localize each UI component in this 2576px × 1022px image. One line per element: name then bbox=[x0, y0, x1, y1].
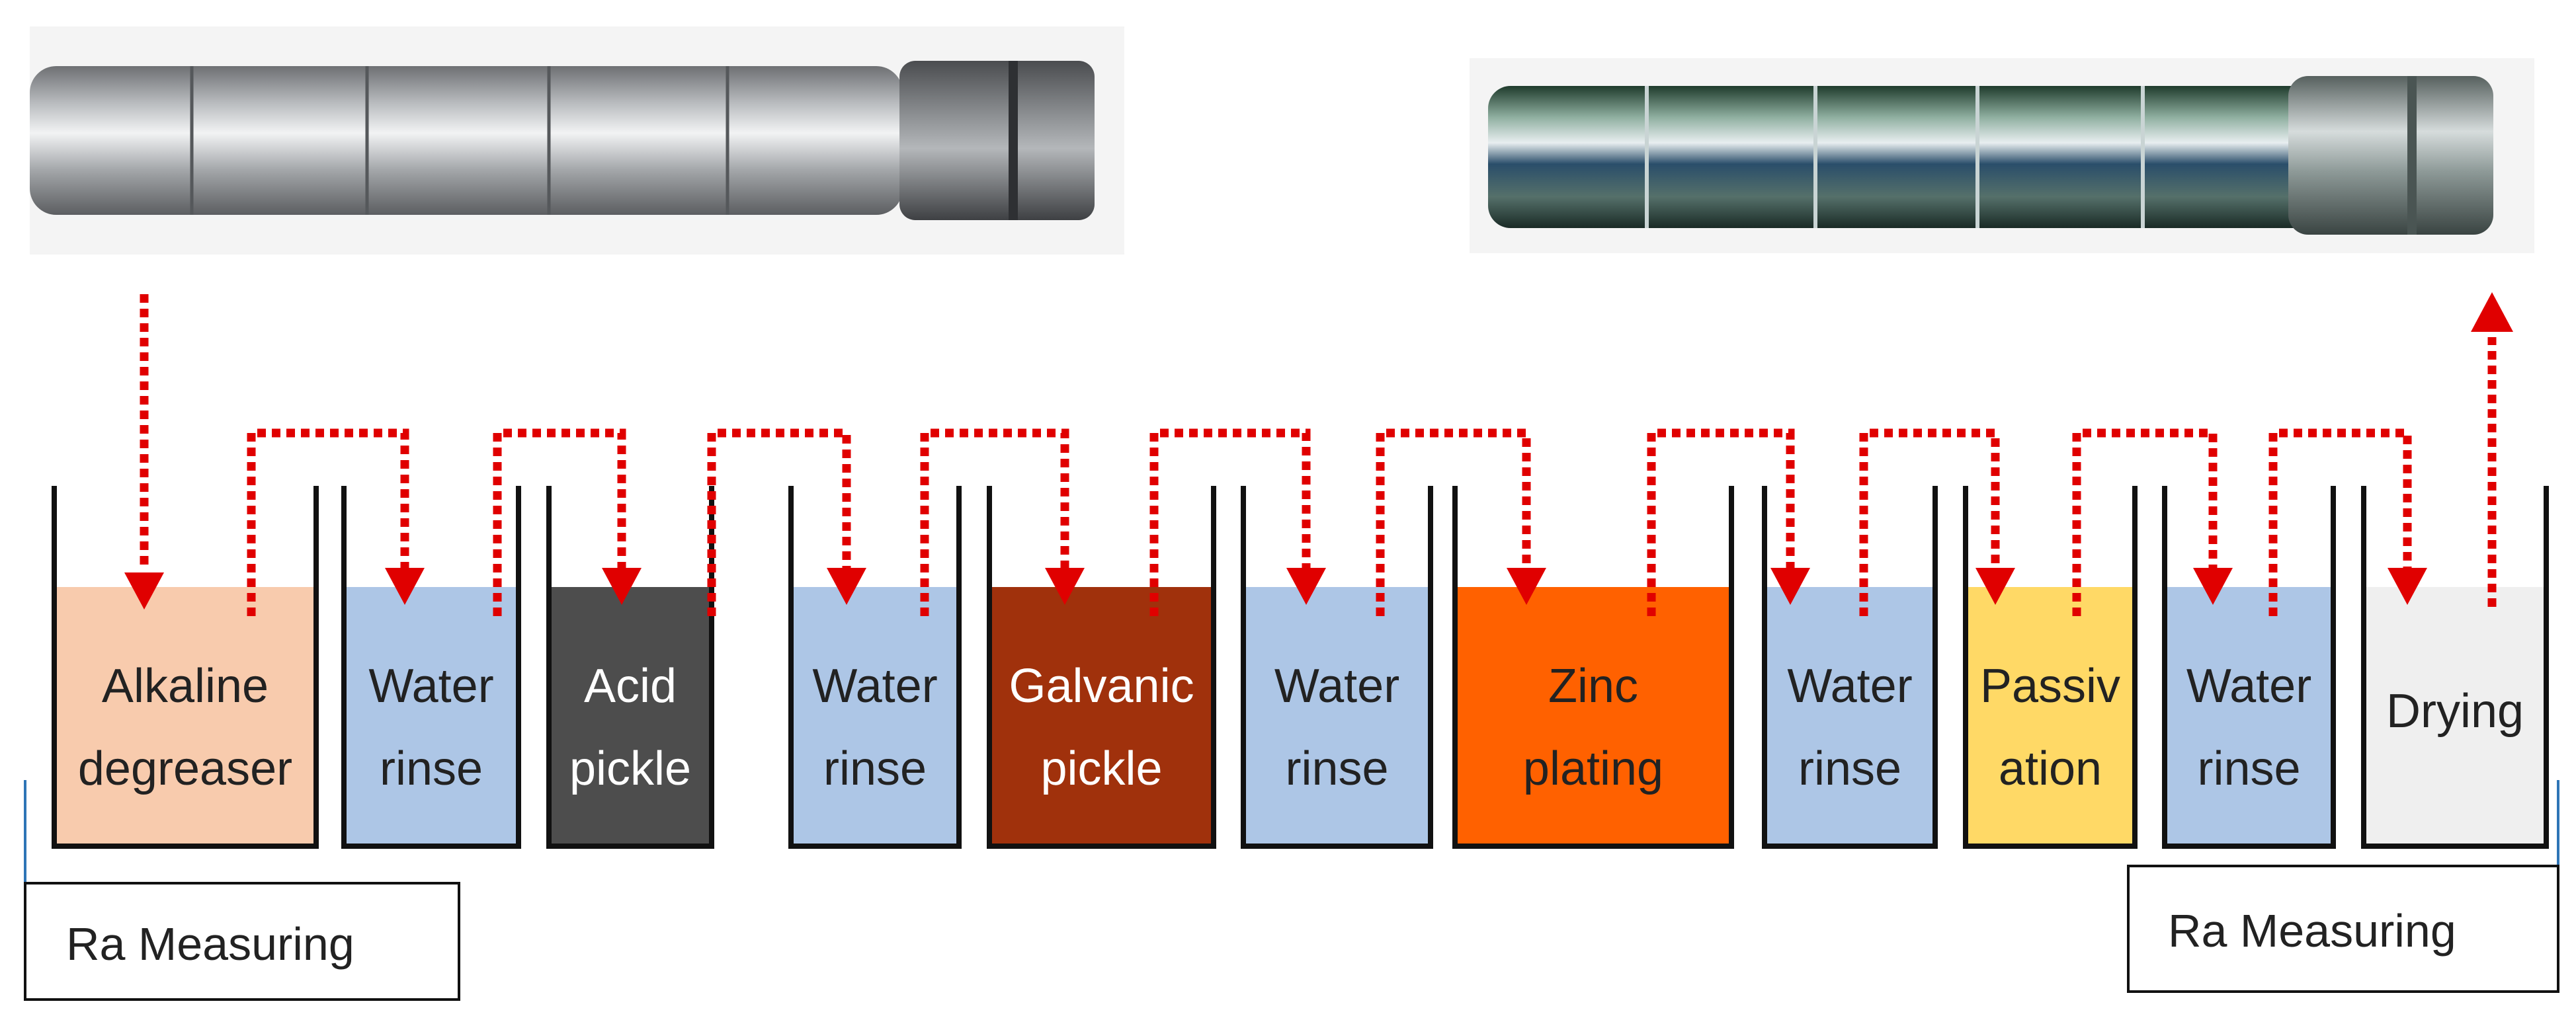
tank-drying-outline bbox=[2361, 486, 2549, 849]
tank-passivation: Passiv ation bbox=[1963, 486, 2138, 849]
tank-rinse4: Water rinse bbox=[1762, 486, 1938, 849]
tank-rinse4-liquid bbox=[1765, 587, 1935, 846]
tank-drying: Drying bbox=[2361, 486, 2549, 849]
tank-drying-liquid bbox=[2364, 587, 2546, 846]
tank-rinse2-label-line1: Water bbox=[812, 660, 937, 713]
tank-rinse5-liquid bbox=[2165, 587, 2333, 846]
transfer-arrow-5-path bbox=[1149, 428, 1311, 616]
tank-alkaline-outline bbox=[52, 486, 319, 849]
tank-galvanic-label-line2: pickle bbox=[1040, 742, 1162, 795]
transfer-arrow-2-head bbox=[602, 568, 642, 605]
tank-passivation-outline bbox=[1963, 486, 2138, 849]
tank-rinse1-outline bbox=[341, 486, 521, 849]
tank-rinse5: Water rinse bbox=[2162, 486, 2336, 849]
transfer-arrow-3-head bbox=[827, 568, 866, 605]
transfer-arrow-4-path bbox=[920, 428, 1069, 616]
arrows-layer bbox=[124, 292, 2513, 616]
tank-rinse4-label-line2: rinse bbox=[1798, 742, 1901, 795]
transfer-arrow-6-head bbox=[1507, 568, 1546, 605]
tank-rinse5-outline bbox=[2162, 486, 2336, 849]
tank-rinse3-liquid bbox=[1243, 587, 1431, 846]
tank-passivation-label-line2: ation bbox=[1999, 742, 2102, 795]
tank-rinse1-label-line1: Water bbox=[368, 660, 493, 713]
tank-rinse3-label-line1: Water bbox=[1274, 660, 1399, 713]
tank-passivation-liquid bbox=[1966, 587, 2135, 846]
transfer-arrow-1-path bbox=[247, 428, 409, 616]
tank-rinse1: Water rinse bbox=[341, 486, 521, 849]
tank-drying-label-line1: Drying bbox=[2386, 685, 2524, 738]
tank-galvanic-outline bbox=[987, 486, 1216, 849]
transfer-arrow-6-path bbox=[1376, 428, 1531, 616]
tank-rinse3-outline bbox=[1241, 486, 1433, 849]
transfer-arrow-5-head bbox=[1286, 568, 1326, 605]
tank-rinse2: Water rinse bbox=[788, 486, 962, 849]
tank-rinse5-label-line2: rinse bbox=[2197, 742, 2300, 795]
entry-arrow-head bbox=[124, 572, 164, 609]
tank-zinc-liquid bbox=[1455, 587, 1731, 846]
tank-rinse2-label-line2: rinse bbox=[823, 742, 927, 795]
tank-zinc-outline bbox=[1452, 486, 1734, 849]
transfer-arrow-1-head bbox=[385, 568, 425, 605]
transfer-arrow-10-path bbox=[2268, 428, 2412, 616]
transfer-arrow-9-head bbox=[2193, 568, 2233, 605]
part-before-photo bbox=[30, 26, 1124, 255]
tank-rinse4-label-line1: Water bbox=[1787, 660, 1912, 713]
ra-measuring-left-label: Ra Measuring bbox=[66, 918, 354, 970]
ra-measuring-right-label: Ra Measuring bbox=[2168, 905, 2456, 957]
tank-alkaline: Alkaline degreaser bbox=[52, 486, 319, 849]
transfer-arrow-10-head bbox=[2388, 568, 2427, 605]
tank-zinc-label-line1: Zinc bbox=[1548, 660, 1638, 713]
transfer-arrow-4-head bbox=[1045, 568, 1085, 605]
tank-zinc-label-line2: plating bbox=[1523, 742, 1663, 795]
tank-rinse3: Water rinse bbox=[1241, 486, 1433, 849]
transfer-arrow-7-path bbox=[1647, 428, 1795, 616]
transfer-arrow-8-head bbox=[1975, 568, 2015, 605]
tank-alkaline-label-line2: degreaser bbox=[78, 742, 292, 795]
tank-acid-outline bbox=[546, 486, 714, 849]
tank-alkaline-liquid bbox=[54, 587, 316, 846]
ra-measuring-right: Ra Measuring bbox=[2127, 865, 2559, 993]
tank-rinse1-label-line2: rinse bbox=[380, 742, 483, 795]
tank-rinse2-outline bbox=[788, 486, 962, 849]
exit-arrow-head bbox=[2471, 292, 2513, 332]
transfer-arrow-8-path bbox=[1859, 428, 2000, 616]
transfer-arrow-3-path bbox=[707, 428, 851, 616]
tank-acid: Acid pickle bbox=[546, 486, 714, 849]
tank-rinse4-outline bbox=[1762, 486, 1938, 849]
transfer-arrow-7-head bbox=[1770, 568, 1810, 605]
ra-measuring-left: Ra Measuring bbox=[24, 882, 460, 1001]
tank-acid-liquid bbox=[549, 587, 712, 846]
tank-rinse2-liquid bbox=[791, 587, 959, 846]
tanks-layer: Alkaline degreaser Water rinse Acid pickle Wat… bbox=[52, 486, 2549, 849]
tank-alkaline-label-line1: Alkaline bbox=[102, 660, 269, 713]
part-after-photo bbox=[1470, 58, 2534, 253]
tank-rinse1-liquid bbox=[344, 587, 519, 846]
tank-acid-label-line2: pickle bbox=[569, 742, 691, 795]
transfer-arrow-2-path bbox=[493, 428, 626, 616]
tank-galvanic-label-line1: Galvanic bbox=[1009, 660, 1194, 713]
tank-galvanic-liquid bbox=[989, 587, 1214, 846]
tank-zinc: Zinc plating bbox=[1452, 486, 1734, 849]
tank-rinse3-label-line2: rinse bbox=[1285, 742, 1388, 795]
tank-passivation-label-line1: Passiv bbox=[1980, 660, 2120, 713]
tank-galvanic: Galvanic pickle bbox=[987, 486, 1216, 849]
tank-acid-label-line1: Acid bbox=[584, 660, 677, 713]
tank-rinse5-label-line1: Water bbox=[2186, 660, 2311, 713]
transfer-arrow-9-path bbox=[2072, 428, 2218, 616]
